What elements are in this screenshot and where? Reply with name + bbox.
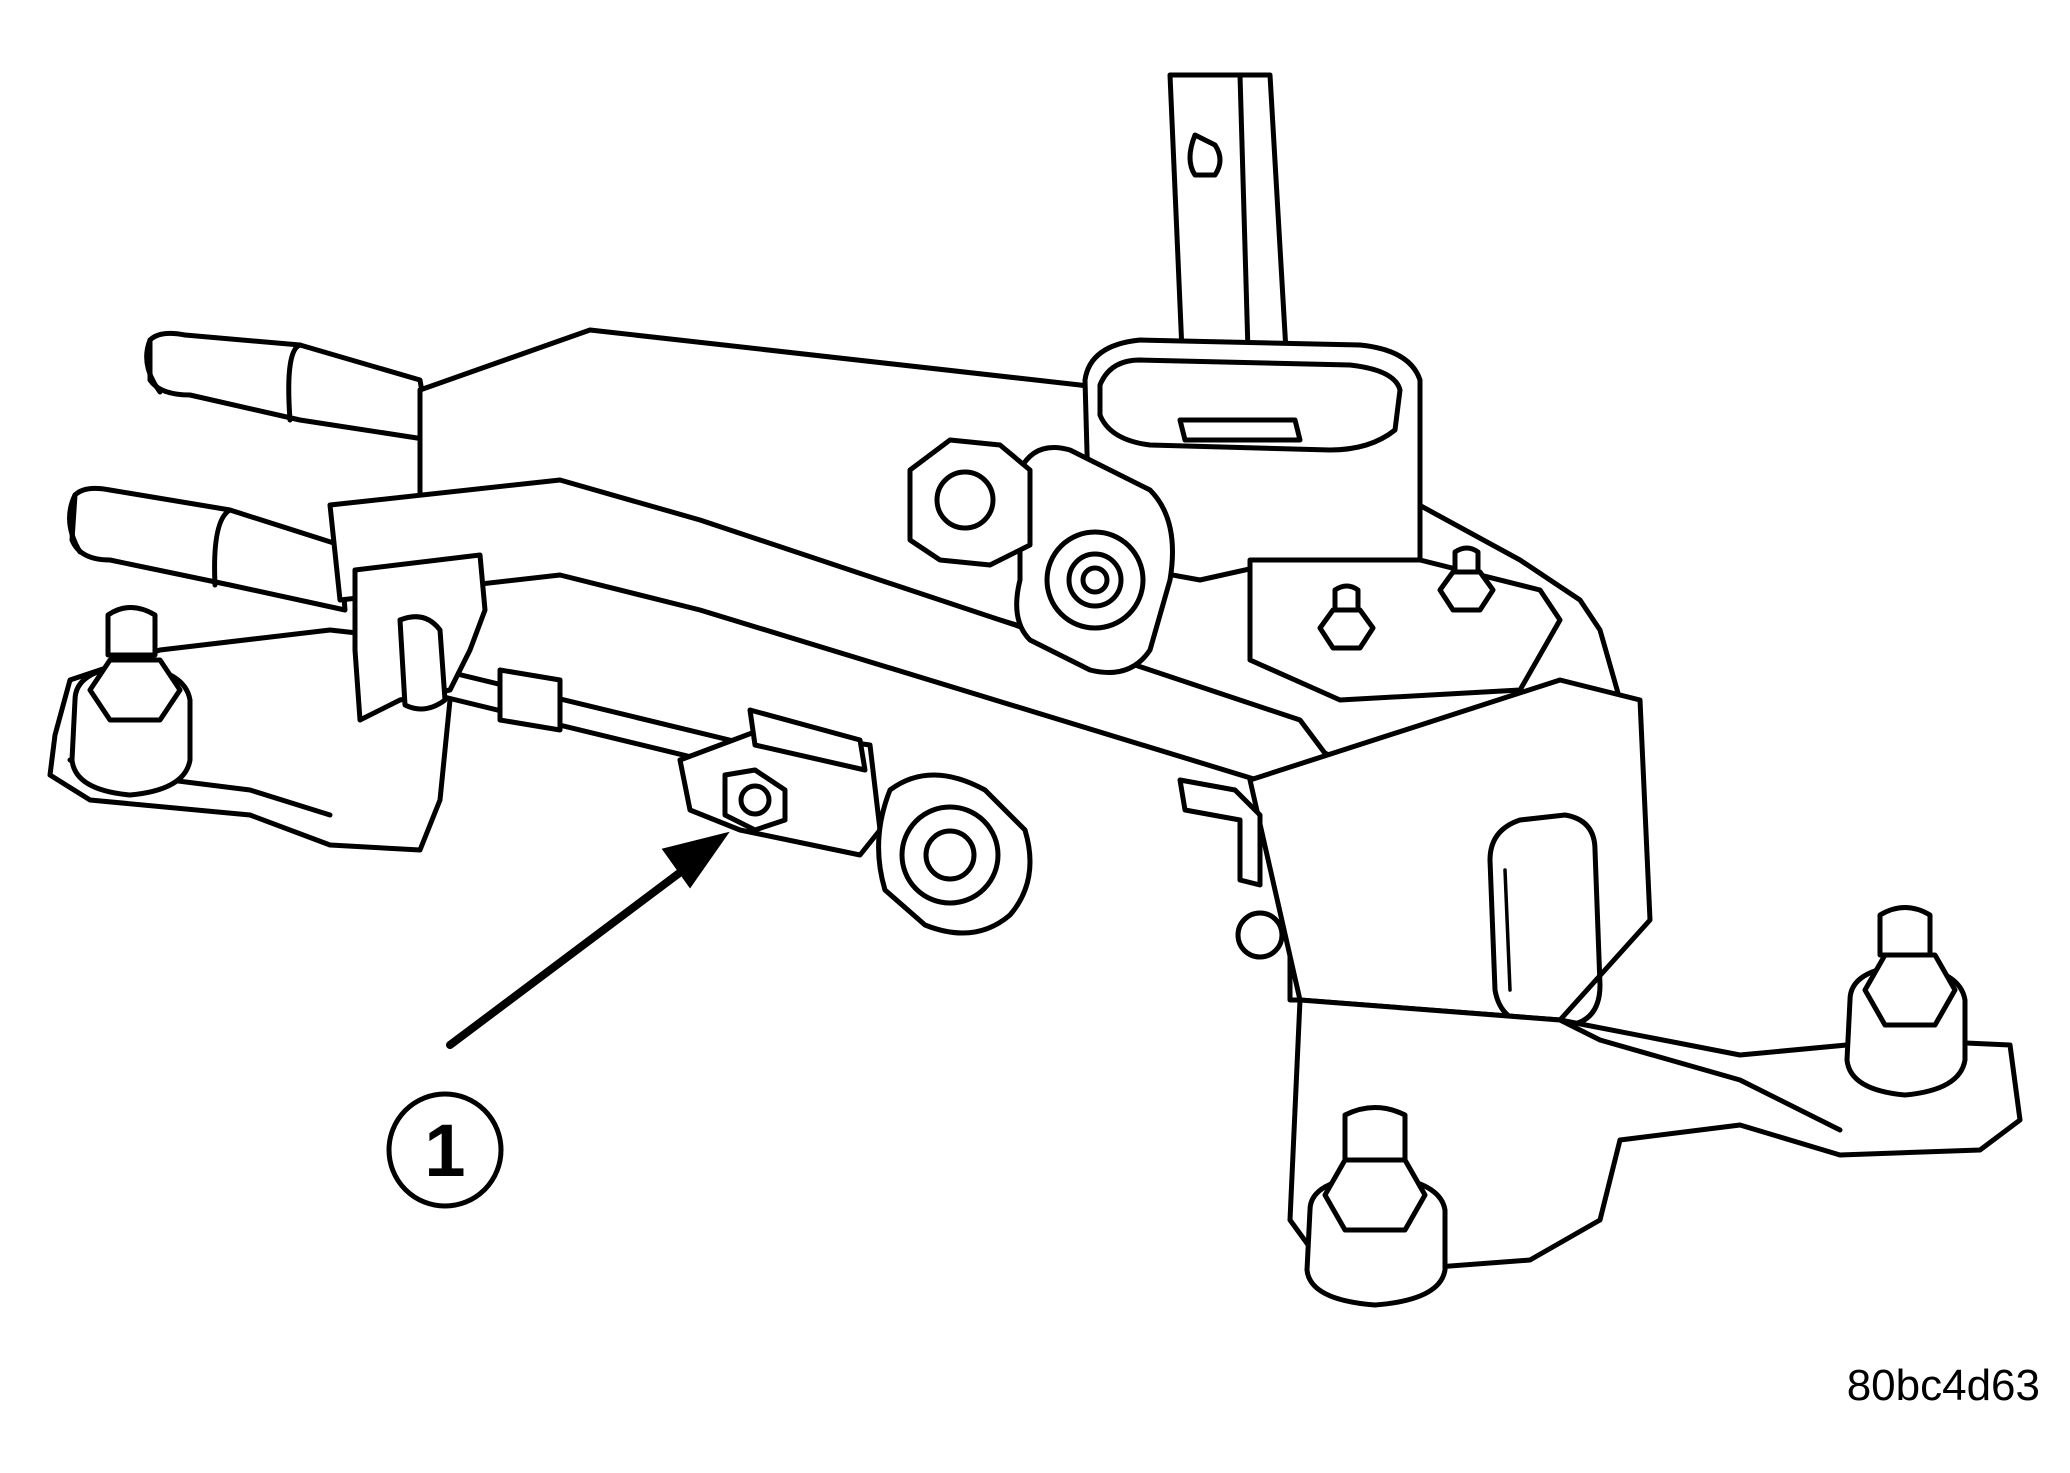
shift-cables	[67, 330, 433, 613]
gate-plate	[1247, 557, 1563, 703]
pivot-link	[1014, 445, 1175, 675]
callout-1: 1	[386, 1091, 504, 1209]
housing-tab	[1177, 777, 1285, 960]
pivot-bushing	[907, 437, 1033, 568]
callout-number: 1	[424, 1109, 465, 1192]
callout-leader-arrow	[446, 831, 730, 1049]
callout-circle	[386, 1091, 504, 1209]
cable-adjuster-assembly	[352, 552, 1033, 936]
figure-id: 80bc4d63	[1847, 1361, 2040, 1410]
mounting-nut-front	[1304, 1105, 1448, 1308]
mounting-nut-left	[69, 605, 193, 798]
gate-nut-right	[1437, 545, 1496, 613]
mounting-nut-right	[1844, 905, 1968, 1098]
gate-nut-left	[1317, 583, 1376, 651]
